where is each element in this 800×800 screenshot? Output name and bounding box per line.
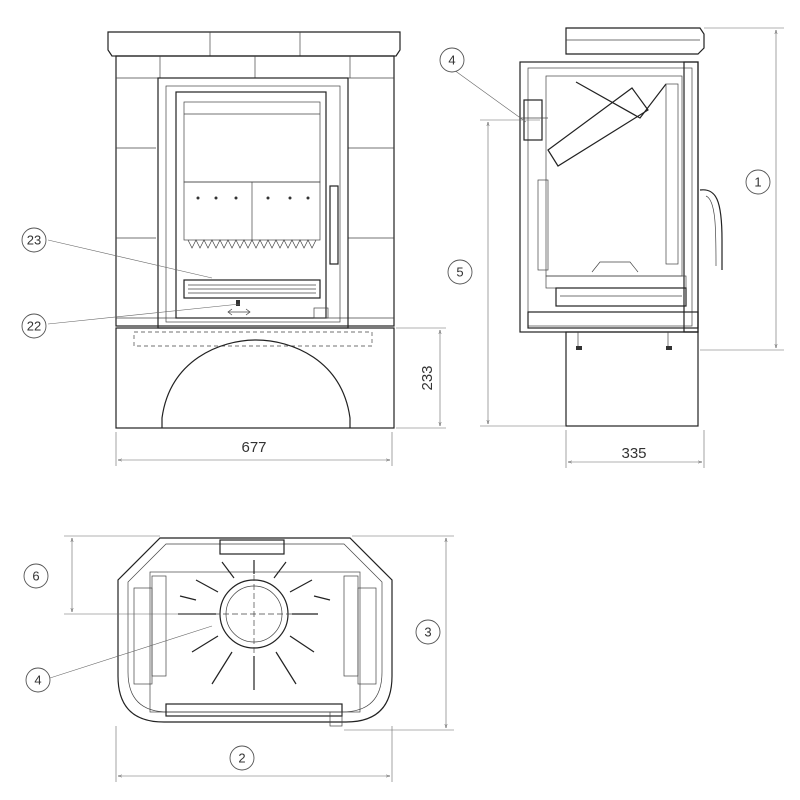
callout-1-label: 1 <box>754 175 761 190</box>
callout-3-circle <box>415 619 441 645</box>
callout-5-circle <box>447 259 473 285</box>
callout-4-top-label: 4 <box>34 673 41 688</box>
callout-3-label: 3 <box>424 625 431 640</box>
depth-dimension: 335 <box>621 445 646 462</box>
callout-22-circle <box>21 313 47 339</box>
width-dimension: 677 <box>241 439 266 456</box>
base-height-dimension: 233 <box>419 365 436 390</box>
callout-4-side-label: 4 <box>448 53 455 68</box>
side-dimensions <box>453 27 784 468</box>
callout-2-label: 2 <box>238 751 245 766</box>
callout-4-side-circle <box>439 47 465 73</box>
callout-2-circle <box>229 745 255 771</box>
top-dimensions <box>49 535 454 782</box>
callout-23-circle <box>21 227 47 253</box>
callout-23-label: 23 <box>27 233 41 248</box>
callout-5-label: 5 <box>456 265 463 280</box>
callout-22-label: 22 <box>27 319 41 334</box>
callout-6-circle <box>23 563 49 589</box>
front-dimensions <box>47 239 446 466</box>
callout-1-circle <box>745 169 771 195</box>
side-view <box>519 27 723 427</box>
front-view <box>107 31 401 429</box>
callout-6-label: 6 <box>32 569 39 584</box>
callout-4-top-circle <box>25 667 51 693</box>
top-view <box>117 537 393 727</box>
